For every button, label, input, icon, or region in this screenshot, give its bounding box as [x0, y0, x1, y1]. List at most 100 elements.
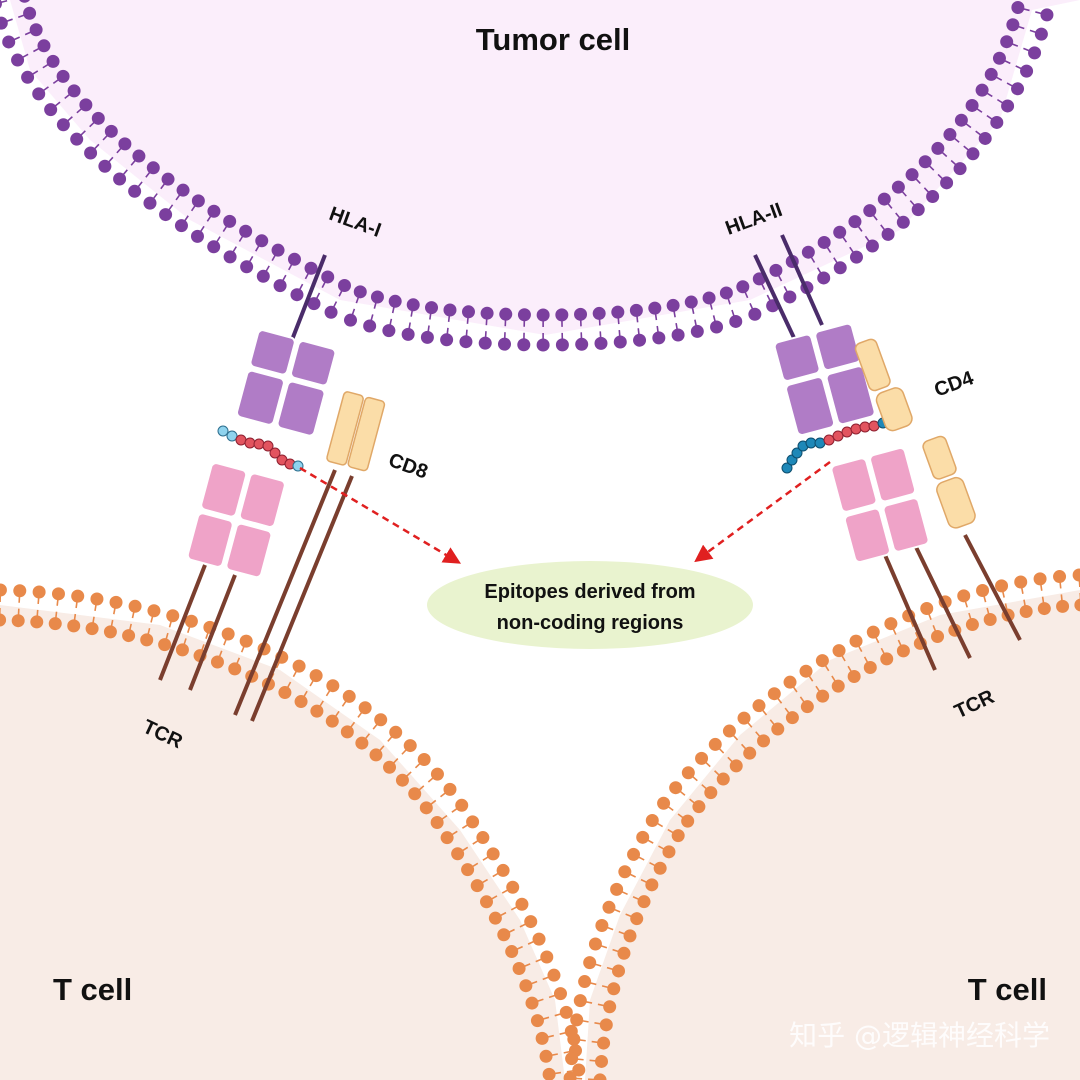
lipid-head	[815, 654, 829, 668]
lipid-head	[966, 147, 980, 161]
lipid-head	[863, 660, 877, 674]
lipid-head	[103, 625, 117, 639]
lipid-head	[530, 1014, 544, 1028]
lipid-head	[931, 141, 945, 155]
lipid-head	[1040, 8, 1054, 22]
lipid-head	[326, 679, 340, 693]
lipid-head	[816, 689, 830, 703]
lipid-head	[648, 301, 662, 315]
cd8-coreceptor	[233, 391, 386, 722]
lipid-head	[729, 314, 743, 328]
lipid-head	[46, 54, 60, 68]
lipid-head	[146, 161, 160, 175]
lipid-head	[572, 1063, 586, 1077]
lipid-head	[343, 313, 357, 327]
lipid-head	[240, 260, 254, 274]
t-cell-left-body	[0, 605, 565, 1080]
lipid-head	[692, 800, 706, 814]
lipid-head	[722, 724, 736, 738]
lipid-head	[382, 324, 396, 338]
lipid-head	[370, 290, 384, 304]
lipid-head	[122, 629, 136, 643]
lipid-head	[555, 338, 569, 352]
lipid-head	[553, 987, 567, 1001]
lipid-head	[0, 16, 8, 30]
lipid-head	[353, 285, 367, 299]
lipid-head	[603, 1000, 617, 1014]
lipid-head	[645, 813, 659, 827]
lipid-head	[880, 652, 894, 666]
lipid-head	[653, 861, 667, 875]
lipid-head	[953, 162, 967, 176]
lipid-head	[978, 131, 992, 145]
lipid-head	[965, 98, 979, 112]
lipid-head	[690, 324, 704, 338]
lipid-head	[158, 638, 172, 652]
lipid-head	[613, 335, 627, 349]
lipid-head	[539, 1049, 553, 1063]
lipid-head	[256, 269, 270, 283]
lipid-head	[771, 722, 785, 736]
tumor-cell-membrane	[0, 0, 1054, 352]
lipid-head	[578, 975, 592, 989]
lipid-head	[425, 301, 439, 315]
lipid-head	[783, 290, 797, 304]
lipid-head	[866, 625, 880, 639]
lipid-head	[595, 919, 609, 933]
lipid-head	[383, 760, 397, 774]
lipid-head	[140, 633, 154, 647]
lipid-head	[918, 155, 932, 169]
lipid-head	[271, 243, 285, 257]
lipid-head	[976, 584, 990, 598]
lipid-head	[1020, 64, 1034, 78]
lipid-head	[176, 183, 190, 197]
lipid-head	[515, 897, 529, 911]
lipid-head	[536, 308, 550, 322]
lipid-head	[104, 124, 118, 138]
lipid-head	[896, 644, 910, 658]
lipid-head	[695, 751, 709, 765]
lipid-head	[532, 932, 546, 946]
lipid-head	[363, 319, 377, 333]
lipid-head	[911, 203, 925, 217]
lipid-head	[132, 149, 146, 163]
lipid-head	[588, 937, 602, 951]
lipid-head	[831, 679, 845, 693]
lipid-head	[342, 689, 356, 703]
lipid-head	[1028, 46, 1042, 60]
lipid-head	[983, 613, 997, 627]
lipid-head	[1011, 0, 1025, 14]
lipid-head	[90, 592, 104, 606]
lipid-head	[595, 1054, 609, 1068]
lipid-head	[309, 669, 323, 683]
lipid-head	[161, 172, 175, 186]
lipid-head	[239, 224, 253, 238]
lipid-head	[525, 996, 539, 1010]
lipid-head	[1014, 575, 1028, 589]
lipid-head	[440, 333, 454, 347]
lipid-head	[729, 759, 743, 773]
lipid-head	[310, 704, 324, 718]
lipid-head	[681, 766, 695, 780]
lipid-head	[896, 215, 910, 229]
lipid-head	[1033, 572, 1047, 586]
lipid-head	[570, 1013, 584, 1027]
lipid-head	[612, 964, 626, 978]
lipid-head	[524, 915, 538, 929]
lipid-head	[255, 234, 269, 248]
lipid-head	[817, 271, 831, 285]
lipid-head	[736, 280, 750, 294]
lipid-head	[592, 306, 606, 320]
lipid-head	[559, 1005, 573, 1019]
lipid-head	[23, 6, 37, 20]
lipid-head	[71, 589, 85, 603]
lipid-head	[555, 308, 569, 322]
lipid-head	[671, 328, 685, 342]
watermark: 知乎 @逻辑神经科学	[789, 1019, 1050, 1052]
lipid-head	[29, 23, 43, 37]
lipid-head	[849, 250, 863, 264]
lipid-head	[461, 305, 475, 319]
lipid-head	[184, 614, 198, 628]
lipid-head	[420, 330, 434, 344]
lipid-head	[19, 0, 30, 3]
